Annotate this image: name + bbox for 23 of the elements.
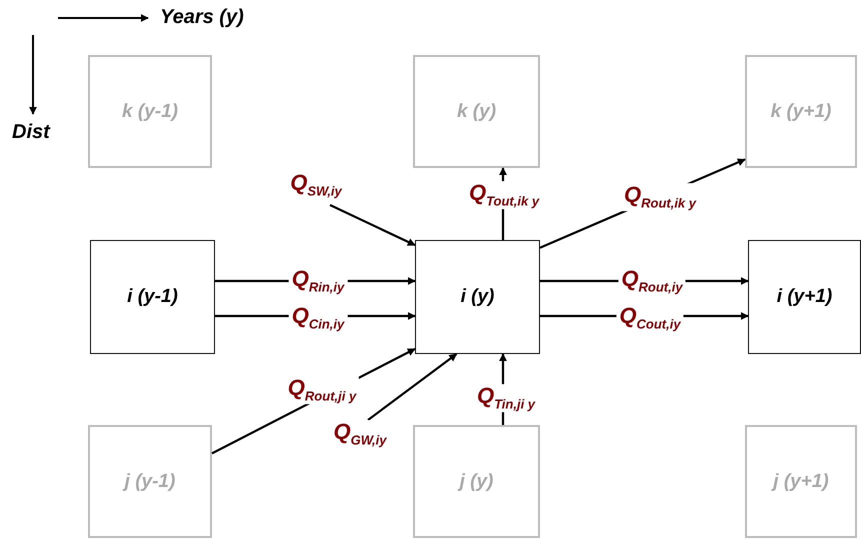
axis-label: Dist [12,121,50,144]
flow-label: Q$_{Rout,ik y}$ [620,183,700,211]
cell-label: k (y-1) [122,100,178,122]
cell-label: j (y-1) [124,470,176,492]
cell-box [748,240,861,354]
cell-label: i (y) [460,286,494,308]
cell-label: i (y+1) [776,286,832,308]
cell-box [745,55,857,168]
cell-box [745,425,857,538]
cell-box [413,55,540,168]
cell-label: k (y) [456,100,496,122]
cell-box [415,240,540,354]
cell-label: i (y-1) [127,286,178,308]
cell-label: j (y) [460,470,494,492]
axis-label: Years (y) [160,6,244,29]
arrow [330,204,416,246]
cell-box [90,240,215,354]
cell-box [88,425,212,538]
cell-box [413,425,540,538]
cell-label: j (y+1) [773,470,829,492]
cell-label: k (y+1) [770,100,832,122]
cell-box [88,55,212,168]
arrow [367,353,458,421]
